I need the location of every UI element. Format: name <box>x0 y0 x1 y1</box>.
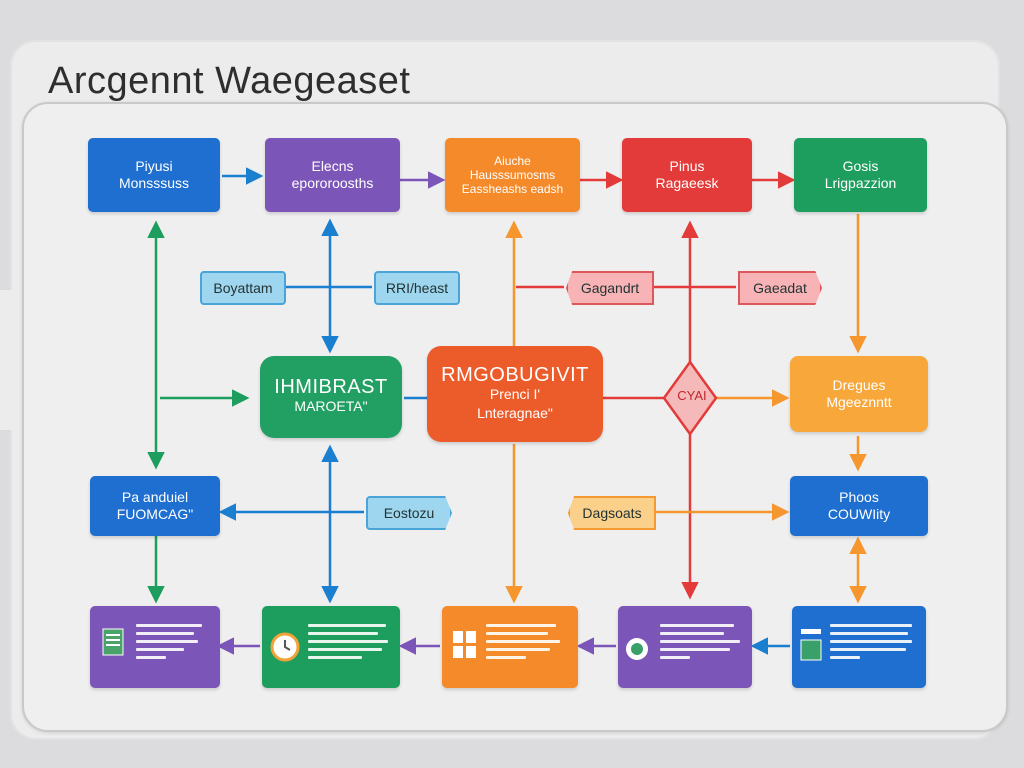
node-hausssumosms[interactable]: Aiuche Hausssumosms Eassheashs eadsh <box>445 138 580 212</box>
hub-subtitle: Prenci I' <box>489 385 541 402</box>
node-epororoosths[interactable]: Elecns epororoosths <box>265 138 400 212</box>
node-label-line: Ragaeesk <box>655 175 719 191</box>
hub-title: RMGOBUGIVIT <box>441 363 589 386</box>
card-green[interactable] <box>262 606 400 688</box>
node-label-line: Aiuche <box>494 154 531 168</box>
side-tab <box>0 290 20 430</box>
clock-icon <box>270 632 300 662</box>
target-icon <box>626 638 648 660</box>
node-label-line: Lrigpazzion <box>824 175 897 191</box>
node-label-line: FUOMCAG" <box>116 506 194 522</box>
table-icon <box>800 629 822 661</box>
node-monsssuss[interactable]: Piyusi Monsssuss <box>88 138 220 212</box>
node-label-line: Monsssuss <box>118 175 190 191</box>
node-label-line: Eassheashs eadsh <box>461 182 564 196</box>
hub-subtitle: Lnteragnae" <box>477 404 553 421</box>
hub-title: IHMIBRAST <box>274 376 388 398</box>
node-fuomcag[interactable]: Pa anduiel FUOMCAG" <box>90 476 220 536</box>
card-text-lines <box>136 624 202 659</box>
node-label-line: Elecns <box>311 158 354 174</box>
tag-boyattam[interactable]: Boyattam <box>200 271 286 305</box>
node-label-line: Pa anduiel <box>121 489 189 505</box>
tag-gaeadat[interactable]: Gaeadat <box>738 271 822 305</box>
node-label-line: Piyusi <box>135 158 173 174</box>
node-lrigpazzion[interactable]: Gosis Lrigpazzion <box>794 138 927 212</box>
node-label-line: Dregues <box>832 377 886 393</box>
hub-central[interactable]: RMGOBUGIVIT Prenci I' Lnteragnae" <box>427 346 603 442</box>
node-label-line: Hausssumosms <box>469 168 556 182</box>
diagram-title: Arcgennt Waegeaset <box>48 60 411 102</box>
node-label-line: COUWIity <box>827 506 891 522</box>
hub-green[interactable]: IHMIBRAST MAROETA" <box>260 356 402 438</box>
document-icon <box>102 628 124 656</box>
card-text-lines <box>830 624 912 659</box>
card-text-lines <box>486 624 560 659</box>
hub-subtitle: MAROETA" <box>294 398 368 414</box>
card-orange[interactable] <box>442 606 578 688</box>
card-blue[interactable] <box>792 606 926 688</box>
card-purple-2[interactable] <box>618 606 752 688</box>
grid-icon <box>453 631 476 658</box>
decision-diamond-label: CYAI <box>677 388 707 403</box>
node-label-line: Pinus <box>669 158 705 174</box>
tag-rri-heast[interactable]: RRI/heast <box>374 271 460 305</box>
tag-eostozu[interactable]: Eostozu <box>366 496 452 530</box>
tag-dagsoats[interactable]: Dagsoats <box>568 496 656 530</box>
decision-diamond <box>662 359 718 437</box>
tag-gagandrt[interactable]: Gagandrt <box>566 271 654 305</box>
node-couwiity[interactable]: Phoos COUWIity <box>790 476 928 536</box>
node-label-line: epororoosths <box>291 175 374 191</box>
node-label-line: Phoos <box>839 489 879 505</box>
node-label-line: Mgeeznntt <box>826 394 892 410</box>
card-text-lines <box>308 624 388 659</box>
node-label-line: Gosis <box>842 158 879 174</box>
card-purple-1[interactable] <box>90 606 220 688</box>
node-ragaeesk[interactable]: Pinus Ragaeesk <box>622 138 752 212</box>
card-text-lines <box>660 624 740 659</box>
node-mgeeznntt[interactable]: Dregues Mgeeznntt <box>790 356 928 432</box>
